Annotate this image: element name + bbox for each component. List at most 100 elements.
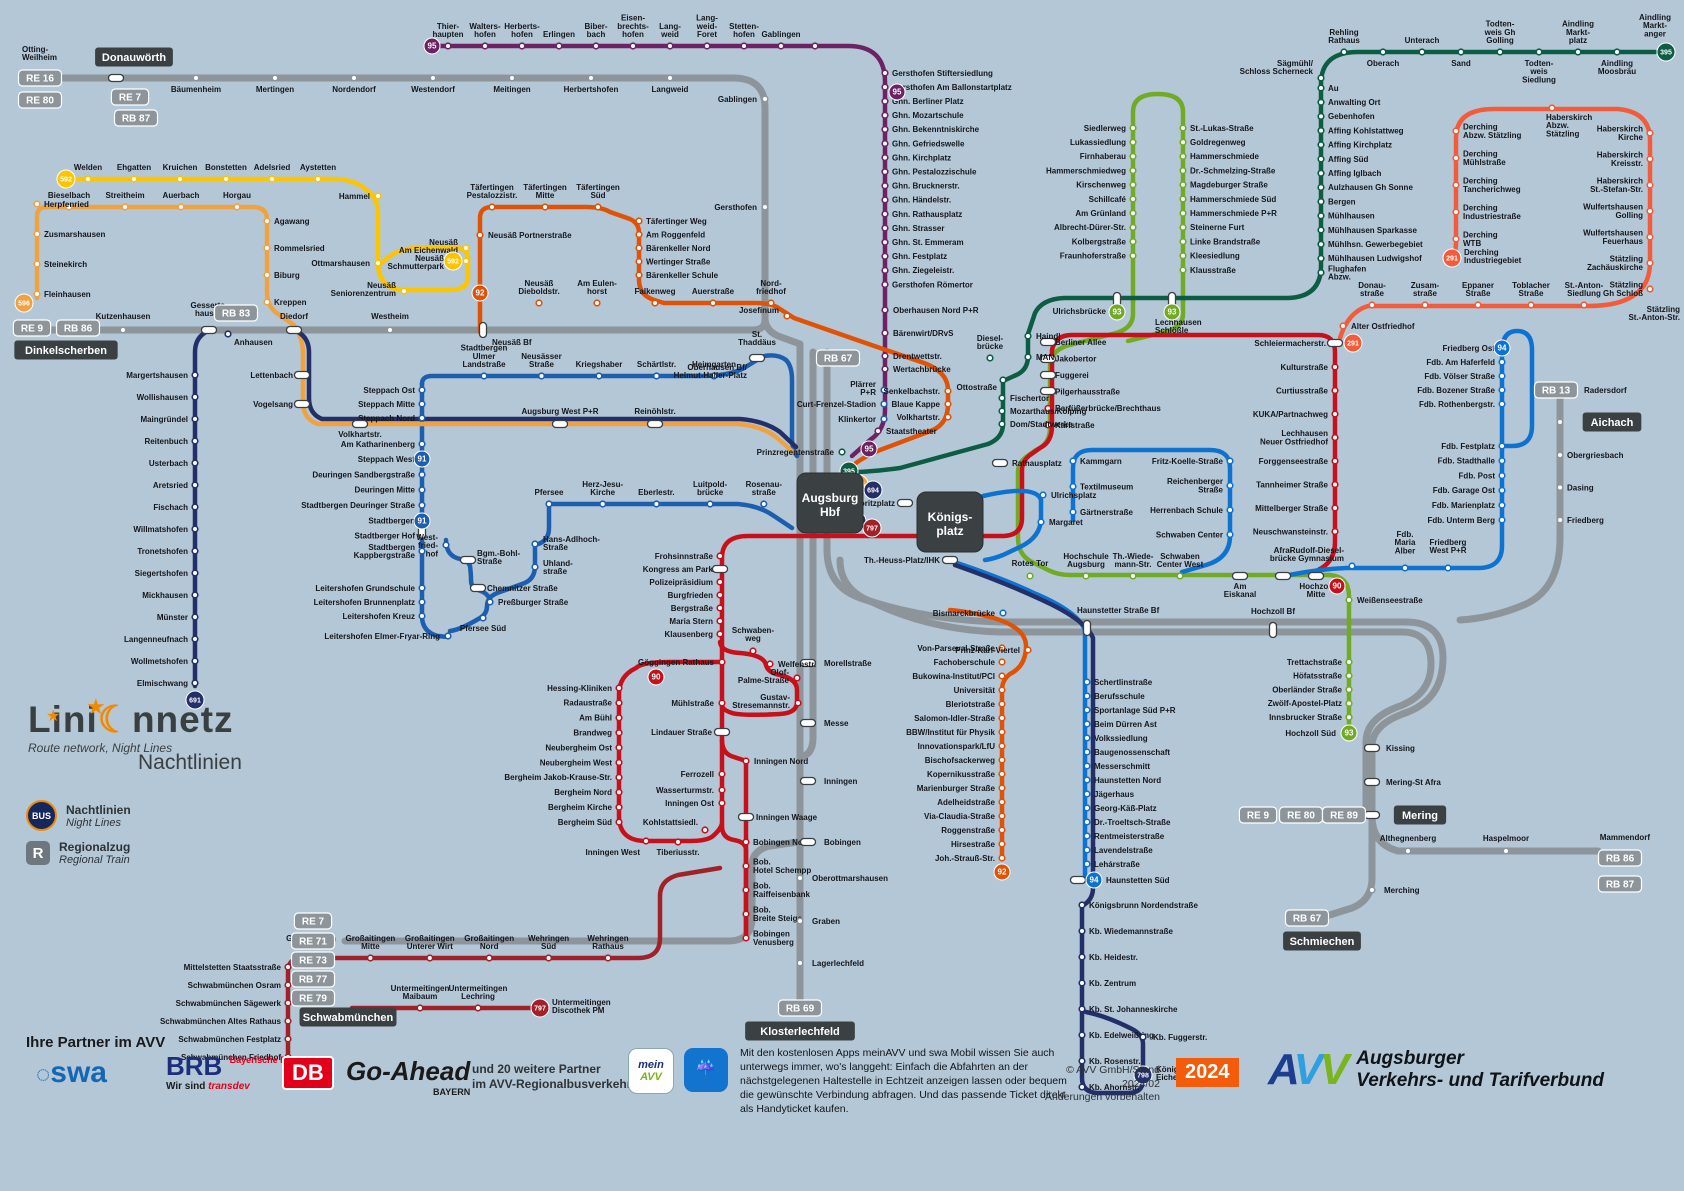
badge-label: RB 87 <box>1606 880 1635 891</box>
station-dot <box>1574 48 1582 56</box>
station-dot <box>703 42 711 50</box>
station-dot <box>191 371 199 379</box>
station-dot <box>418 547 426 555</box>
badge-label: RE 73 <box>299 956 327 967</box>
station-dot <box>1317 269 1325 277</box>
interchange-pill <box>107 73 125 83</box>
station-dot <box>615 818 623 826</box>
station-dot <box>1498 372 1506 380</box>
station-dot <box>881 266 889 275</box>
station-dot <box>1078 1005 1086 1013</box>
station-dot <box>271 74 279 82</box>
interchange-pill <box>713 727 731 737</box>
station-label: Mühlhausen <box>1328 212 1375 221</box>
station-dot <box>777 42 785 50</box>
station-label: Neusäß Portnerstraße <box>488 231 572 240</box>
station-dot <box>718 786 726 794</box>
line-badge-label: 91 <box>418 455 427 464</box>
station-dot <box>796 874 804 882</box>
badge-label: RE 79 <box>299 994 327 1005</box>
station-label: Ghn. Strasser <box>892 224 944 233</box>
destination-badge-Aichach <box>1582 412 1642 432</box>
station-label: Senkelbachstr. <box>884 387 940 396</box>
station-dot <box>1345 713 1353 721</box>
station-dot <box>374 259 382 267</box>
station-label: Deuringen Sandbergstraße <box>312 470 415 479</box>
station-dot <box>263 244 271 252</box>
station-dot <box>418 440 426 448</box>
badge-label: RB 67 <box>1293 914 1322 925</box>
station-dot <box>881 252 889 260</box>
station-dot <box>615 714 623 722</box>
line-90-detour <box>717 639 800 718</box>
station-dot <box>615 699 623 707</box>
station-dot <box>1421 301 1429 309</box>
station-label: Welfenstr. <box>778 660 816 669</box>
station-dot <box>1024 332 1032 340</box>
station-label: Kissing <box>1386 744 1415 753</box>
station-label: Bärenwirt/DRvS <box>893 329 954 338</box>
station-label: Jakobertor <box>1055 354 1096 363</box>
station-label: Kb. Ahornstr. <box>1089 1083 1139 1092</box>
station-label: Jägerhaus <box>1094 790 1135 799</box>
interchange-pill <box>1039 354 1057 364</box>
station-label: Inningen <box>824 777 857 786</box>
rail-badge-RB 67 <box>815 349 861 367</box>
station-label: Steppach West <box>358 455 416 464</box>
interchange-pill <box>459 555 477 565</box>
station-label: Gebenhofen <box>1328 112 1375 121</box>
line-badge-label: 90 <box>652 673 661 682</box>
rail-badge-RE 80 <box>17 91 63 109</box>
station-label: Hammel <box>339 192 370 201</box>
line-badge-label: 797 <box>866 526 878 533</box>
station-dot <box>881 182 889 190</box>
station-dot <box>998 728 1006 736</box>
station-label: Diedorf <box>280 312 308 321</box>
station-label: Mühlhsn. Gewerbegebiet <box>1328 240 1423 249</box>
station-dot <box>1613 48 1621 56</box>
destination-badge-Mering <box>1393 805 1447 825</box>
station-dot <box>1345 672 1353 680</box>
line-90-branch <box>719 737 749 937</box>
badge-label: RE 16 <box>26 74 54 85</box>
station-dot <box>191 503 199 511</box>
station-dot <box>1129 238 1137 246</box>
station-dot <box>716 604 724 612</box>
station-label: Blaue Kappe <box>892 400 941 409</box>
station-dot <box>1340 48 1348 56</box>
station-label: Ottmarshausen <box>311 259 370 268</box>
rail-schwab <box>341 838 802 945</box>
station-label: Langenneufnach <box>124 635 188 644</box>
line-badge-94 <box>1493 339 1511 357</box>
station-label: St.-Lukas-Straße <box>1190 124 1254 133</box>
interchange-pill <box>285 325 303 335</box>
station-label: Wertachbrücke <box>893 365 951 374</box>
station-label: Volkhartstr. <box>338 430 381 439</box>
badge-label: RB 67 <box>824 354 853 365</box>
station-dot <box>881 111 889 119</box>
line-badge-93 <box>1163 303 1181 321</box>
station-label: Mertingen <box>256 85 294 94</box>
station-label: Roggenstraße <box>941 826 995 835</box>
station-label: Alter Ostfriedhof <box>1351 322 1415 331</box>
station-label: Bobingen <box>824 838 861 847</box>
station-label: Bobingen Nord <box>753 838 811 847</box>
station-label: Kohlstattsiedl. <box>643 818 698 827</box>
station-dot <box>716 617 724 625</box>
station-dot <box>881 210 889 218</box>
line-badge-95 <box>423 37 441 55</box>
station-label: Steinekirch <box>44 260 87 269</box>
station-dot <box>284 963 292 971</box>
station-label: Schwabmünchen Osram <box>188 981 281 990</box>
